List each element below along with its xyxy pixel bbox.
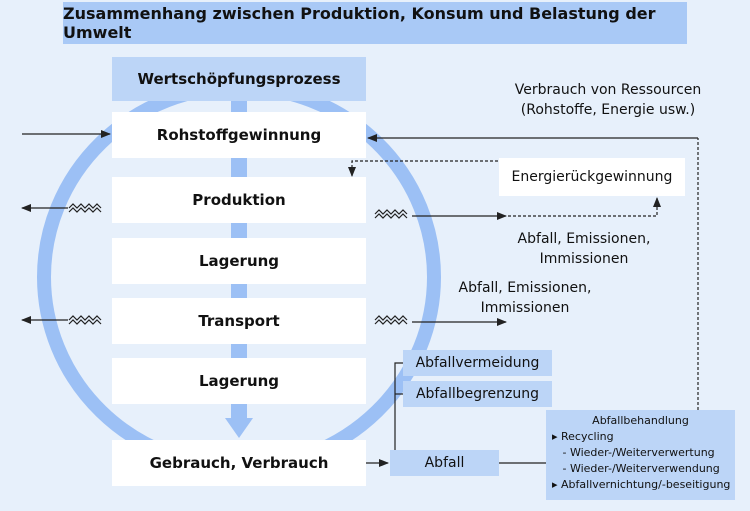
stage-raw-material-extraction: Rohstoffgewinnung xyxy=(112,112,366,158)
energy-feedback-arrow xyxy=(348,160,498,177)
stage-storage-1: Lagerung xyxy=(112,238,366,284)
waste-limitation-box: Abfallbegrenzung xyxy=(403,381,552,407)
emissions-production-line1: Abfall, Emissionen, xyxy=(517,231,651,247)
stage-production: Produktion xyxy=(112,177,366,223)
waste-treatment-item: ▸ Recycling xyxy=(552,430,614,443)
resources-label-line1: Verbrauch von Ressourcen xyxy=(514,82,702,98)
waste-treatment-title: Abfallbehandlung xyxy=(592,414,689,427)
emissions-transport-line2: Immissionen xyxy=(480,300,570,316)
zigzag-icon xyxy=(68,315,102,325)
waste-treatment-box: Abfallbehandlung ▸ Recycling - Wieder-/W… xyxy=(546,410,735,500)
waste-box: Abfall xyxy=(390,450,499,476)
process-header: Wertschöpfungsprozess xyxy=(112,57,366,101)
waste-treatment-item: ▸ Abfallvernichtung/-beseitigung xyxy=(552,478,731,491)
emissions-production-label: Abfall, Emissionen, Immissionen xyxy=(495,229,673,269)
waste-treatment-item: - Wieder-/Weiterverwertung xyxy=(552,446,715,459)
waste-avoidance-box: Abfallvermeidung xyxy=(403,350,552,376)
zigzag-icon xyxy=(374,315,408,325)
waste-bracket xyxy=(394,362,403,450)
resources-label-line2: (Rohstoffe, Energie usw.) xyxy=(520,102,696,118)
flow-arrow-head xyxy=(225,418,253,438)
emissions-production-line2: Immissionen xyxy=(539,251,629,267)
stage-use-consumption: Gebrauch, Verbrauch xyxy=(112,440,366,486)
zigzag-icon xyxy=(374,209,408,219)
energy-recovery-box: Energierückgewinnung xyxy=(499,158,685,196)
page-title: Zusammenhang zwischen Produktion, Konsum… xyxy=(63,2,687,44)
resources-label: Verbrauch von Ressourcen (Rohstoffe, Ene… xyxy=(488,80,728,120)
stage-transport: Transport xyxy=(112,298,366,344)
emissions-transport-line1: Abfall, Emissionen, xyxy=(458,280,592,296)
stage-storage-2: Lagerung xyxy=(112,358,366,404)
emissions-transport-label: Abfall, Emissionen, Immissionen xyxy=(436,278,614,318)
zigzag-icon xyxy=(68,203,102,213)
emission-to-energy-arrow xyxy=(508,197,661,217)
waste-treatment-item: - Wieder-/Weiterverwendung xyxy=(552,462,720,475)
